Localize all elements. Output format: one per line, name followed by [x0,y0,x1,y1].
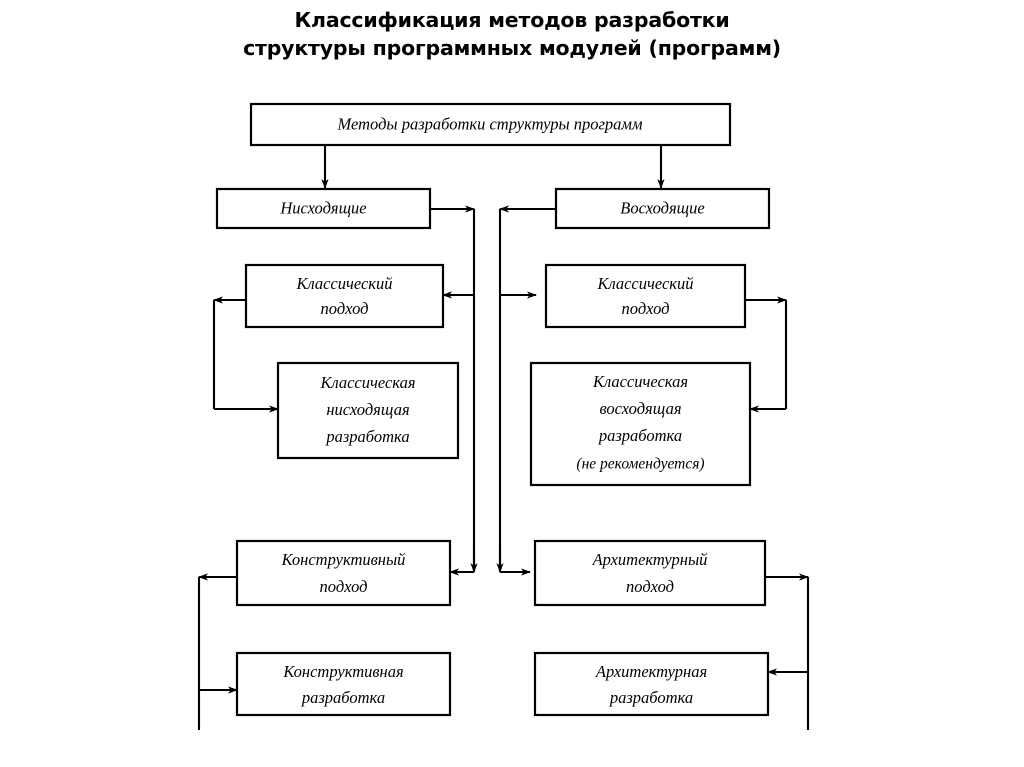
node-architectural-approach-line-1: Архитектурный [592,550,709,569]
page-title: Классификация методов разработки структу… [0,6,1024,62]
node-constructive-development-box[interactable] [235,651,452,717]
page-title-line-2: структуры программных модулей (программ) [243,36,781,60]
node-classic-approach-right-line-1: Классический [596,274,694,293]
node-classic-descending-development-line-1: Классическая [319,373,415,392]
node-descending-label: Нисходящие [279,198,366,217]
node-classic-descending-development[interactable]: Классическая нисходящая разработка [276,361,460,460]
node-ascending-box[interactable] [554,187,771,230]
node-architectural-development-line-1: Архитектурная [595,662,707,681]
node-constructive-approach[interactable]: Конструктивный подход [235,539,452,607]
node-classic-approach-left[interactable]: Классический подход [244,263,445,329]
node-descending-box[interactable] [215,187,432,230]
node-architectural-approach[interactable]: Архитектурный подход [533,539,767,607]
node-constructive-approach-line-2: подход [320,577,368,596]
node-classic-ascending-development-line-3: разработка [598,426,682,445]
node-classic-descending-development-line-3: разработка [325,427,409,446]
node-classic-approach-right-box[interactable] [544,263,747,329]
node-constructive-development[interactable]: Конструктивная разработка [235,651,452,717]
node-architectural-development-line-2: разработка [609,688,693,707]
node-classic-descending-development-line-2: нисходящая [326,400,409,419]
node-classic-approach-left-line-1: Классический [295,274,393,293]
node-classic-approach-right-line-2: подход [622,299,670,318]
node-ascending[interactable]: Восходящие [554,187,771,230]
node-descending[interactable]: Нисходящие [215,187,432,230]
node-constructive-approach-box[interactable] [235,539,452,607]
node-classic-approach-left-box[interactable] [244,263,445,329]
node-classic-descending-development-box[interactable] [276,361,460,460]
node-constructive-approach-line-1: Конструктивный [281,550,407,569]
node-architectural-development[interactable]: Архитектурная разработка [533,651,770,717]
node-classic-approach-right[interactable]: Классический подход [544,263,747,329]
page-title-line-1: Классификация методов разработки [294,8,730,32]
node-ascending-label: Восходящие [620,198,704,217]
node-architectural-approach-box[interactable] [533,539,767,607]
node-classic-ascending-development[interactable]: Классическая восходящая разработка (не р… [529,361,752,487]
node-architectural-development-box[interactable] [533,651,770,717]
node-constructive-development-line-1: Конструктивная [282,662,403,681]
node-root-label: Методы разработки структуры программ [337,114,643,133]
node-root-box[interactable] [249,102,732,147]
node-classic-ascending-development-line-4: (не рекомендуется) [576,456,704,473]
node-classic-ascending-development-line-2: восходящая [599,399,681,418]
connector-layer [197,145,810,730]
node-constructive-development-line-2: разработка [301,688,385,707]
node-classic-approach-left-line-2: подход [321,299,369,318]
node-root[interactable]: Методы разработки структуры программ [249,102,732,147]
node-classic-ascending-development-line-1: Классическая [592,372,688,391]
node-classic-ascending-development-box[interactable] [529,361,752,487]
node-architectural-approach-line-2: подход [626,577,674,596]
